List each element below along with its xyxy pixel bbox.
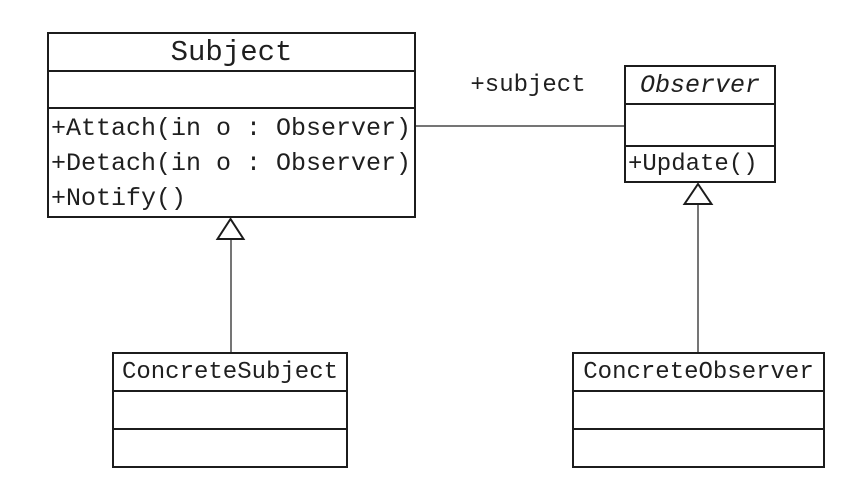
class-box-observer: Observer +Update() xyxy=(624,65,776,183)
generalization-triangle-subject xyxy=(215,217,246,240)
class-name-concrete-subject: ConcreteSubject xyxy=(114,354,346,392)
generalization-triangle-observer xyxy=(682,182,714,205)
observer-attributes-compartment xyxy=(626,105,774,147)
class-box-concrete-subject: ConcreteSubject xyxy=(112,352,348,468)
observer-operations-compartment: +Update() xyxy=(626,147,774,181)
concrete-observer-operations-compartment xyxy=(574,430,823,466)
class-box-concrete-observer: ConcreteObserver xyxy=(572,352,825,468)
observer-operation-update: +Update() xyxy=(628,151,758,178)
class-name-observer: Observer xyxy=(626,67,774,105)
class-name-concrete-observer: ConcreteObserver xyxy=(574,354,823,392)
concrete-subject-attributes-compartment xyxy=(114,392,346,430)
subject-operation-detach: +Detach(in o : Observer) xyxy=(51,149,412,178)
concrete-observer-attributes-compartment xyxy=(574,392,823,430)
association-role-label: +subject xyxy=(470,72,586,99)
subject-operation-notify: +Notify() xyxy=(51,184,187,213)
subject-operation-attach: +Attach(in o : Observer) xyxy=(51,114,412,143)
class-box-subject: Subject +Attach(in o : Observer) +Detach… xyxy=(47,32,416,218)
subject-attributes-compartment xyxy=(49,72,414,109)
concrete-subject-operations-compartment xyxy=(114,430,346,466)
subject-operations-compartment: +Attach(in o : Observer) +Detach(in o : … xyxy=(49,109,414,216)
class-name-subject: Subject xyxy=(49,34,414,72)
